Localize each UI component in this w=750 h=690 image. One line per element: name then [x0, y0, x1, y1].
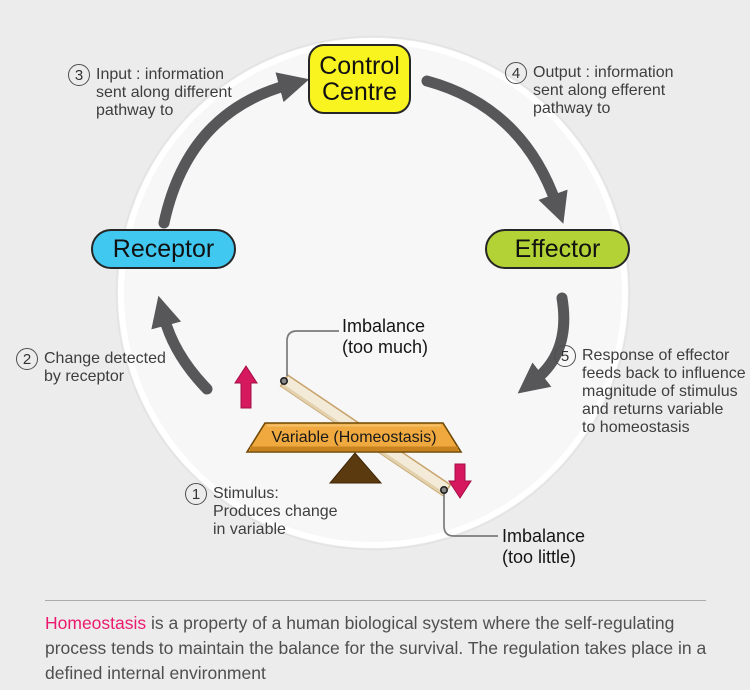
annotation-text: Change detected by receptor — [44, 350, 166, 385]
arrow-variable-to-receptor — [151, 295, 213, 395]
imbalance-too-little-label: Imbalance (too little) — [502, 526, 586, 567]
plank-end-dot-low — [439, 485, 448, 494]
cycle-circle — [118, 38, 628, 548]
step-number-badge: 3 — [68, 64, 90, 86]
annotation-step-1: 1 Stimulus: Produces change in variable — [185, 483, 338, 539]
node-effector: Effector — [485, 229, 630, 269]
annotation-step-5: 5 Response of effector feeds back to inf… — [554, 345, 746, 437]
step-number-badge: 1 — [185, 483, 207, 505]
arrow-control-to-effector — [421, 75, 568, 224]
annotation-text: Output : information sent along efferent… — [533, 64, 674, 117]
annotation-text: Input : information sent along different… — [96, 66, 232, 119]
footer-term: Homeostasis — [45, 613, 147, 633]
arrow-receptor-to-control — [158, 72, 310, 229]
imbalance-too-much-label: Imbalance (too much) — [342, 316, 429, 357]
annotation-step-2: 2 Change detected by receptor — [16, 348, 166, 386]
plank-end-dot-high — [279, 376, 288, 385]
footer-description: Homeostasis is a property of a human bio… — [45, 611, 717, 686]
node-receptor: Receptor — [91, 229, 236, 269]
step-number-badge: 4 — [505, 62, 527, 84]
annotation-text: Response of effector feeds back to influ… — [582, 347, 746, 436]
step-number-badge: 2 — [16, 348, 38, 370]
annotation-step-3: 3 Input : information sent along differe… — [68, 64, 232, 120]
fulcrum-triangle — [328, 452, 383, 484]
node-control-centre: Control Centre — [308, 44, 411, 114]
annotation-step-4: 4 Output : information sent along effere… — [505, 62, 674, 118]
annotation-text: Stimulus: Produces change in variable — [213, 485, 338, 538]
step-number-badge: 5 — [554, 345, 576, 367]
down-arrow-icon — [448, 463, 472, 499]
footer-body: is a property of a human biological syst… — [45, 613, 707, 683]
cycle-outer-ring — [115, 35, 631, 551]
variable-bar-label: Variable (Homeostasis) — [271, 429, 437, 446]
leader-line-too-much — [286, 330, 339, 376]
up-arrow-icon — [234, 365, 258, 409]
variable-bar — [245, 422, 463, 453]
footer-divider — [45, 600, 706, 601]
leader-line-too-little — [443, 493, 498, 537]
